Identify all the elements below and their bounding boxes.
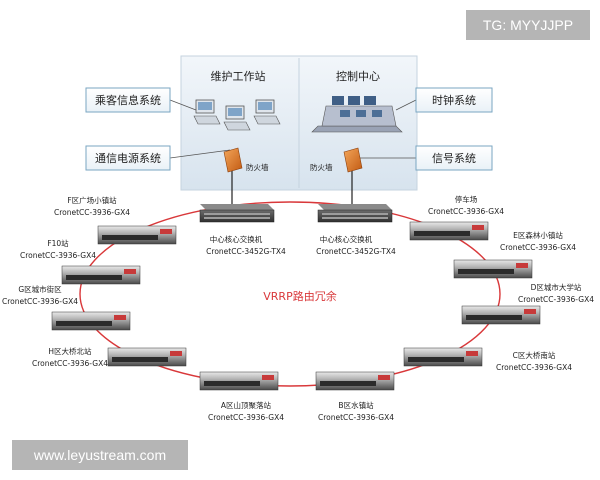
passenger-info-system-box: 乘客信息系统 bbox=[85, 87, 171, 113]
station-model: CronetCC-3936-GX4 bbox=[500, 243, 576, 252]
station-name: C区大桥南站 bbox=[513, 350, 556, 360]
tg-watermark-badge: TG: MYYJJPP bbox=[466, 10, 590, 40]
vrrp-ring bbox=[79, 201, 501, 387]
station-switch bbox=[51, 221, 541, 391]
passenger-info-label: 乘客信息系统 bbox=[95, 93, 161, 107]
station-model: CronetCC-3936-GX4 bbox=[318, 413, 394, 422]
comm-power-label: 通信电源系统 bbox=[95, 151, 161, 165]
ring-label: VRRP路由冗余 bbox=[263, 289, 336, 303]
firewall-right-icon: 防火墙 bbox=[310, 147, 363, 173]
station-model: CronetCC-3936-GX4 bbox=[54, 208, 130, 217]
site-watermark-badge: www.leyustream.com bbox=[12, 440, 188, 470]
firewall-right-label: 防火墙 bbox=[310, 162, 333, 172]
comm-power-system-box: 通信电源系统 bbox=[85, 145, 171, 171]
link-comm-power bbox=[169, 149, 231, 159]
core-switch-right-model: CronetCC-3452G-TX4 bbox=[316, 247, 396, 256]
signal-system-box: 信号系统 bbox=[415, 145, 493, 171]
station-name: B区水镇站 bbox=[338, 400, 374, 410]
link-clock bbox=[395, 99, 417, 111]
core-switch-left-model: CronetCC-3452G-TX4 bbox=[206, 247, 286, 256]
core-switch-left: 中心核心交换机 CronetCC-3452G-TX4 bbox=[199, 204, 286, 256]
signal-system-label: 信号系统 bbox=[432, 152, 476, 165]
clock-system-box: 时钟系统 bbox=[415, 87, 493, 113]
station-model: CronetCC-3936-GX4 bbox=[518, 295, 594, 304]
station-name: D区城市大学站 bbox=[531, 282, 582, 292]
station-name: F区广场小镇站 bbox=[67, 195, 117, 205]
core-switch-right-name: 中心核心交换机 bbox=[320, 234, 373, 244]
station-name: 停车场 bbox=[455, 194, 478, 204]
station-name: H区大桥北站 bbox=[48, 346, 92, 356]
firewall-left-label: 防火墙 bbox=[246, 162, 269, 172]
station-model: CronetCC-3936-GX4 bbox=[208, 413, 284, 422]
station-model: CronetCC-3936-GX4 bbox=[496, 363, 572, 372]
clock-system-label: 时钟系统 bbox=[432, 93, 476, 107]
firewall-left-icon: 防火墙 bbox=[223, 147, 269, 173]
station-model: CronetCC-3936-GX4 bbox=[20, 251, 96, 260]
station-name: A区山顶聚落站 bbox=[221, 400, 272, 410]
workstation-label: 维护工作站 bbox=[211, 69, 266, 83]
control-center-icon bbox=[311, 96, 403, 133]
station-model: CronetCC-3936-GX4 bbox=[2, 297, 78, 306]
link-passenger-info bbox=[169, 99, 197, 111]
station-name: G区城市街区 bbox=[18, 284, 62, 294]
core-switch-left-name: 中心核心交换机 bbox=[210, 234, 263, 244]
station-model: CronetCC-3936-GX4 bbox=[428, 207, 504, 216]
workstation-computers-icon bbox=[193, 99, 281, 131]
core-switch-right: 中心核心交换机 CronetCC-3452G-TX4 bbox=[316, 204, 396, 256]
station-name: E区森林小镇站 bbox=[513, 230, 563, 240]
station-model: CronetCC-3936-GX4 bbox=[32, 359, 108, 368]
station-labels: F区广场小镇站 CronetCC-3936-GX4 F10站 CronetCC-… bbox=[2, 194, 594, 422]
control-center-label: 控制中心 bbox=[336, 69, 380, 83]
station-name: F10站 bbox=[47, 238, 69, 248]
